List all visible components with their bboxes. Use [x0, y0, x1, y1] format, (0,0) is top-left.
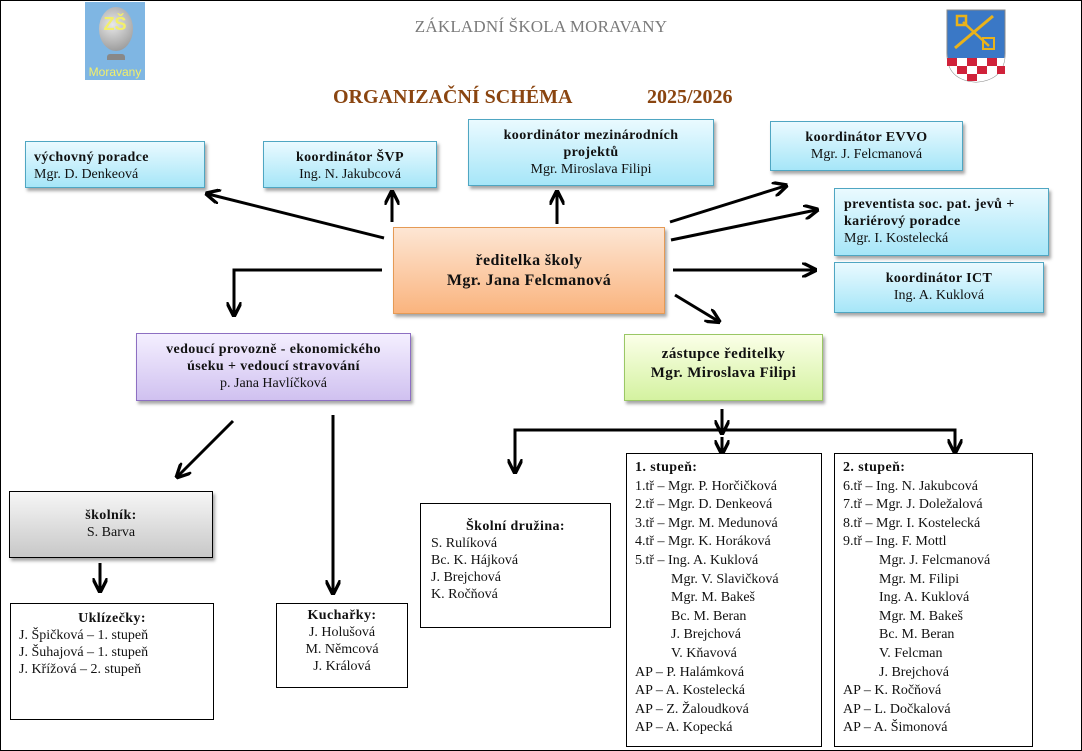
teacher: V. Kňavová	[671, 645, 737, 661]
person-name: Mgr. D. Denkeová	[34, 167, 139, 182]
school-year: 2025/2026	[647, 86, 733, 108]
list-item: J. Brejchová	[431, 570, 501, 585]
teacher: Ing. A. Kuklová	[879, 590, 970, 606]
coordinator-vychovny-poradce: výchovný poradce Mgr. D. Denkeová	[25, 141, 205, 188]
teacher: Mgr. M. Bakeš	[671, 590, 755, 606]
role-title-line1: vedoucí provozně - ekonomického	[166, 342, 381, 357]
assistant: AP – A. Kostelecká	[635, 683, 745, 699]
teacher: J. Brejchová	[671, 627, 741, 643]
teacher: J. Brejchová	[879, 664, 949, 680]
assistant: AP – P. Halámková	[635, 664, 745, 680]
role-title-line2: kariérový poradce	[844, 214, 961, 229]
school-name: ZÁKLADNÍ ŠKOLA MORAVANY	[414, 17, 668, 36]
person-name: Ing. A. Kuklová	[893, 288, 985, 303]
assistant: AP – A. Kopecká	[635, 720, 733, 736]
caretaker-box: školník: S. Barva	[9, 491, 213, 558]
cooks-box: Kuchařky: J. Holušová M. Němcová J. Král…	[276, 603, 408, 688]
class-teacher: 9.tř – Ing. F. Mottl	[843, 534, 947, 550]
role-title-line2: úseku + vedoucí stravování	[187, 359, 360, 374]
role-title-line1: preventista soc. pat. jevů +	[844, 197, 1015, 212]
class-teacher: 8.tř – Mgr. I. Kostelecká	[843, 515, 981, 531]
logo-initials: ZŠ	[103, 14, 127, 34]
coordinator-preventista: preventista soc. pat. jevů + kariérový p…	[834, 188, 1049, 256]
class-teacher: 2.tř – Mgr. D. Denkeová	[635, 497, 773, 513]
class-teacher: 7.tř – Mgr. J. Doležalová	[843, 497, 983, 513]
role-title: ředitelka školy	[475, 252, 583, 269]
list-item: M. Němcová	[305, 642, 379, 657]
teacher: Mgr. M. Filipi	[879, 571, 960, 587]
teacher: Mgr. M. Bakeš	[879, 608, 963, 624]
role-title: výchovný poradce	[34, 150, 149, 165]
cleaners-box: Uklízečky: J. Špičková – 1. stupeň J. Šu…	[10, 603, 214, 720]
role-title: koordinátor ŠVP	[295, 150, 405, 165]
first-stage-box: 1. stupeň: 1.tř – Mgr. P. Horčičková 2.t…	[626, 453, 822, 747]
role-title: koordinátor EVVO	[805, 130, 928, 145]
teacher: Mgr. V. Slavičková	[671, 571, 779, 587]
director-box: ředitelka školy Mgr. Jana Felcmanová	[393, 227, 665, 314]
list-item: S. Rulíková	[431, 536, 498, 551]
role-title: koordinátor ICT	[885, 271, 993, 286]
assistant: AP – L. Dočkalová	[843, 701, 951, 717]
class-teacher: 4.tř – Mgr. K. Horáková	[635, 534, 771, 550]
group-title: Školní družina:	[466, 519, 565, 534]
class-teacher: 3.tř – Mgr. M. Medunová	[635, 515, 778, 531]
arrow-to-ekonom	[234, 268, 382, 314]
list-item: J. Králová	[313, 659, 371, 674]
group-title: 1. stupeň:	[635, 460, 698, 475]
group-title: 2. stupeň:	[843, 460, 906, 475]
list-item: K. Ročňová	[431, 587, 498, 602]
list-item: Bc. K. Hájková	[431, 553, 519, 568]
person-name: Mgr. Miroslava Filipi	[650, 365, 797, 381]
teacher: Bc. M. Beran	[879, 627, 955, 643]
after-school-club-box: Školní družina: S. Rulíková Bc. K. Hájko…	[420, 503, 611, 628]
arrow-to-zastupce	[674, 293, 718, 321]
scheme-title: ORGANIZAČNÍ SCHÉMA	[333, 86, 573, 108]
arrow-to-preventista	[670, 210, 816, 242]
list-item: J. Šuhajová – 1. stupeň	[19, 645, 149, 660]
group-title: Uklízečky:	[78, 611, 146, 626]
teacher: Bc. M. Beran	[671, 608, 747, 624]
class-teacher: 5.tř – Ing. A. Kuklová	[635, 552, 759, 568]
assistant: AP – K. Ročňová	[843, 683, 942, 699]
person-name: p. Jana Havlíčková	[220, 376, 327, 391]
arrow-to-koordinator-evvo	[669, 186, 785, 224]
second-stage-box: 2. stupeň: 6.tř – Ing. N. Jakubcová 7.tř…	[834, 453, 1033, 747]
globe-stand	[107, 54, 125, 60]
person-name: Mgr. Miroslava Filipi	[530, 162, 652, 177]
coat-of-arms-icon	[946, 9, 1006, 83]
class-teacher: 1.tř – Mgr. P. Horčičková	[635, 478, 777, 494]
teacher: Mgr. J. Felcmanová	[879, 552, 991, 568]
school-logo: ZŠ Moravany	[85, 2, 145, 80]
person-name: Mgr. I. Kostelecká	[844, 231, 949, 246]
person-name: Mgr. J. Felcmanová	[810, 147, 923, 162]
class-teacher: 6.tř – Ing. N. Jakubcová	[843, 478, 978, 494]
arrow-to-skolnik	[178, 419, 235, 476]
role-title: školník:	[85, 508, 137, 523]
person-name: Mgr. Jana Felcmanová	[446, 272, 612, 289]
group-title: Kuchařky:	[307, 608, 377, 623]
role-title: zástupce ředitelky	[661, 346, 786, 362]
deputy-director-box: zástupce ředitelky Mgr. Miroslava Filipi	[624, 334, 823, 401]
list-item: J. Holušová	[308, 625, 376, 640]
list-item: J. Špičková – 1. stupeň	[19, 628, 149, 643]
arrow-to-vychovny-poradce	[208, 194, 385, 240]
assistant: AP – A. Šimonová	[843, 720, 948, 736]
person-name: S. Barva	[86, 525, 136, 540]
coordinator-ict: koordinátor ICT Ing. A. Kuklová	[834, 262, 1044, 313]
coordinator-mezinarodni-projekty: koordinátor mezinárodních projektů Mgr. …	[468, 119, 714, 186]
coordinator-svp: koordinátor ŠVP Ing. N. Jakubcová	[263, 141, 437, 188]
logo-name: Moravany	[88, 65, 142, 79]
economic-head-box: vedoucí provozně - ekonomického úseku + …	[136, 333, 411, 401]
role-title: koordinátor mezinárodních projektů	[503, 128, 679, 160]
list-item: J. Křížová – 2. stupeň	[19, 662, 142, 677]
coordinator-evvo: koordinátor EVVO Mgr. J. Felcmanová	[770, 121, 963, 171]
globe-icon	[99, 7, 133, 51]
arrow-to-druzina	[515, 428, 720, 471]
teacher: V. Felcman	[879, 645, 943, 661]
arrow-to-2-stupen	[720, 428, 955, 451]
assistant: AP – Z. Žaloudková	[635, 701, 749, 717]
person-name: Ing. N. Jakubcová	[299, 167, 401, 182]
